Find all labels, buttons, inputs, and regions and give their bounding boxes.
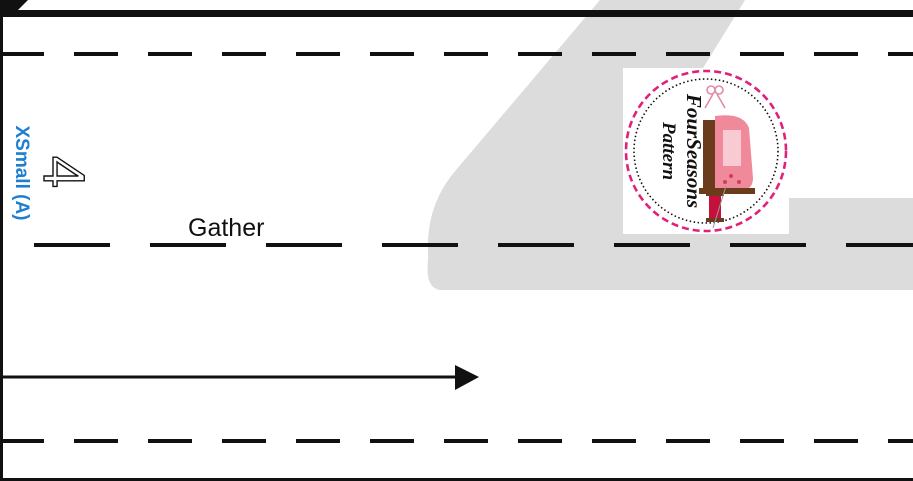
grainline-arrow-icon — [0, 365, 479, 390]
svg-text:Pattern: Pattern — [658, 121, 679, 180]
sewing-machine-icon — [699, 115, 755, 194]
frame-left-border — [0, 0, 3, 481]
frame-bottom-border — [0, 478, 913, 481]
frame-top-corner — [0, 0, 28, 12]
watermark-number-shape — [427, 0, 913, 290]
svg-text:FourSeasons: FourSeasons — [682, 93, 706, 208]
frame-top-border — [0, 10, 913, 17]
size-label: XSmall (A) — [11, 125, 32, 221]
thread-spool-icon — [706, 185, 727, 229]
svg-text:4: 4 — [34, 156, 96, 188]
gather-label: Gather — [188, 214, 265, 242]
watermark-inner — [548, 60, 623, 198]
brand-logo: FourSeasons Pattern — [623, 68, 789, 234]
piece-number: 4 — [34, 152, 100, 192]
scissors-icon — [704, 85, 726, 109]
